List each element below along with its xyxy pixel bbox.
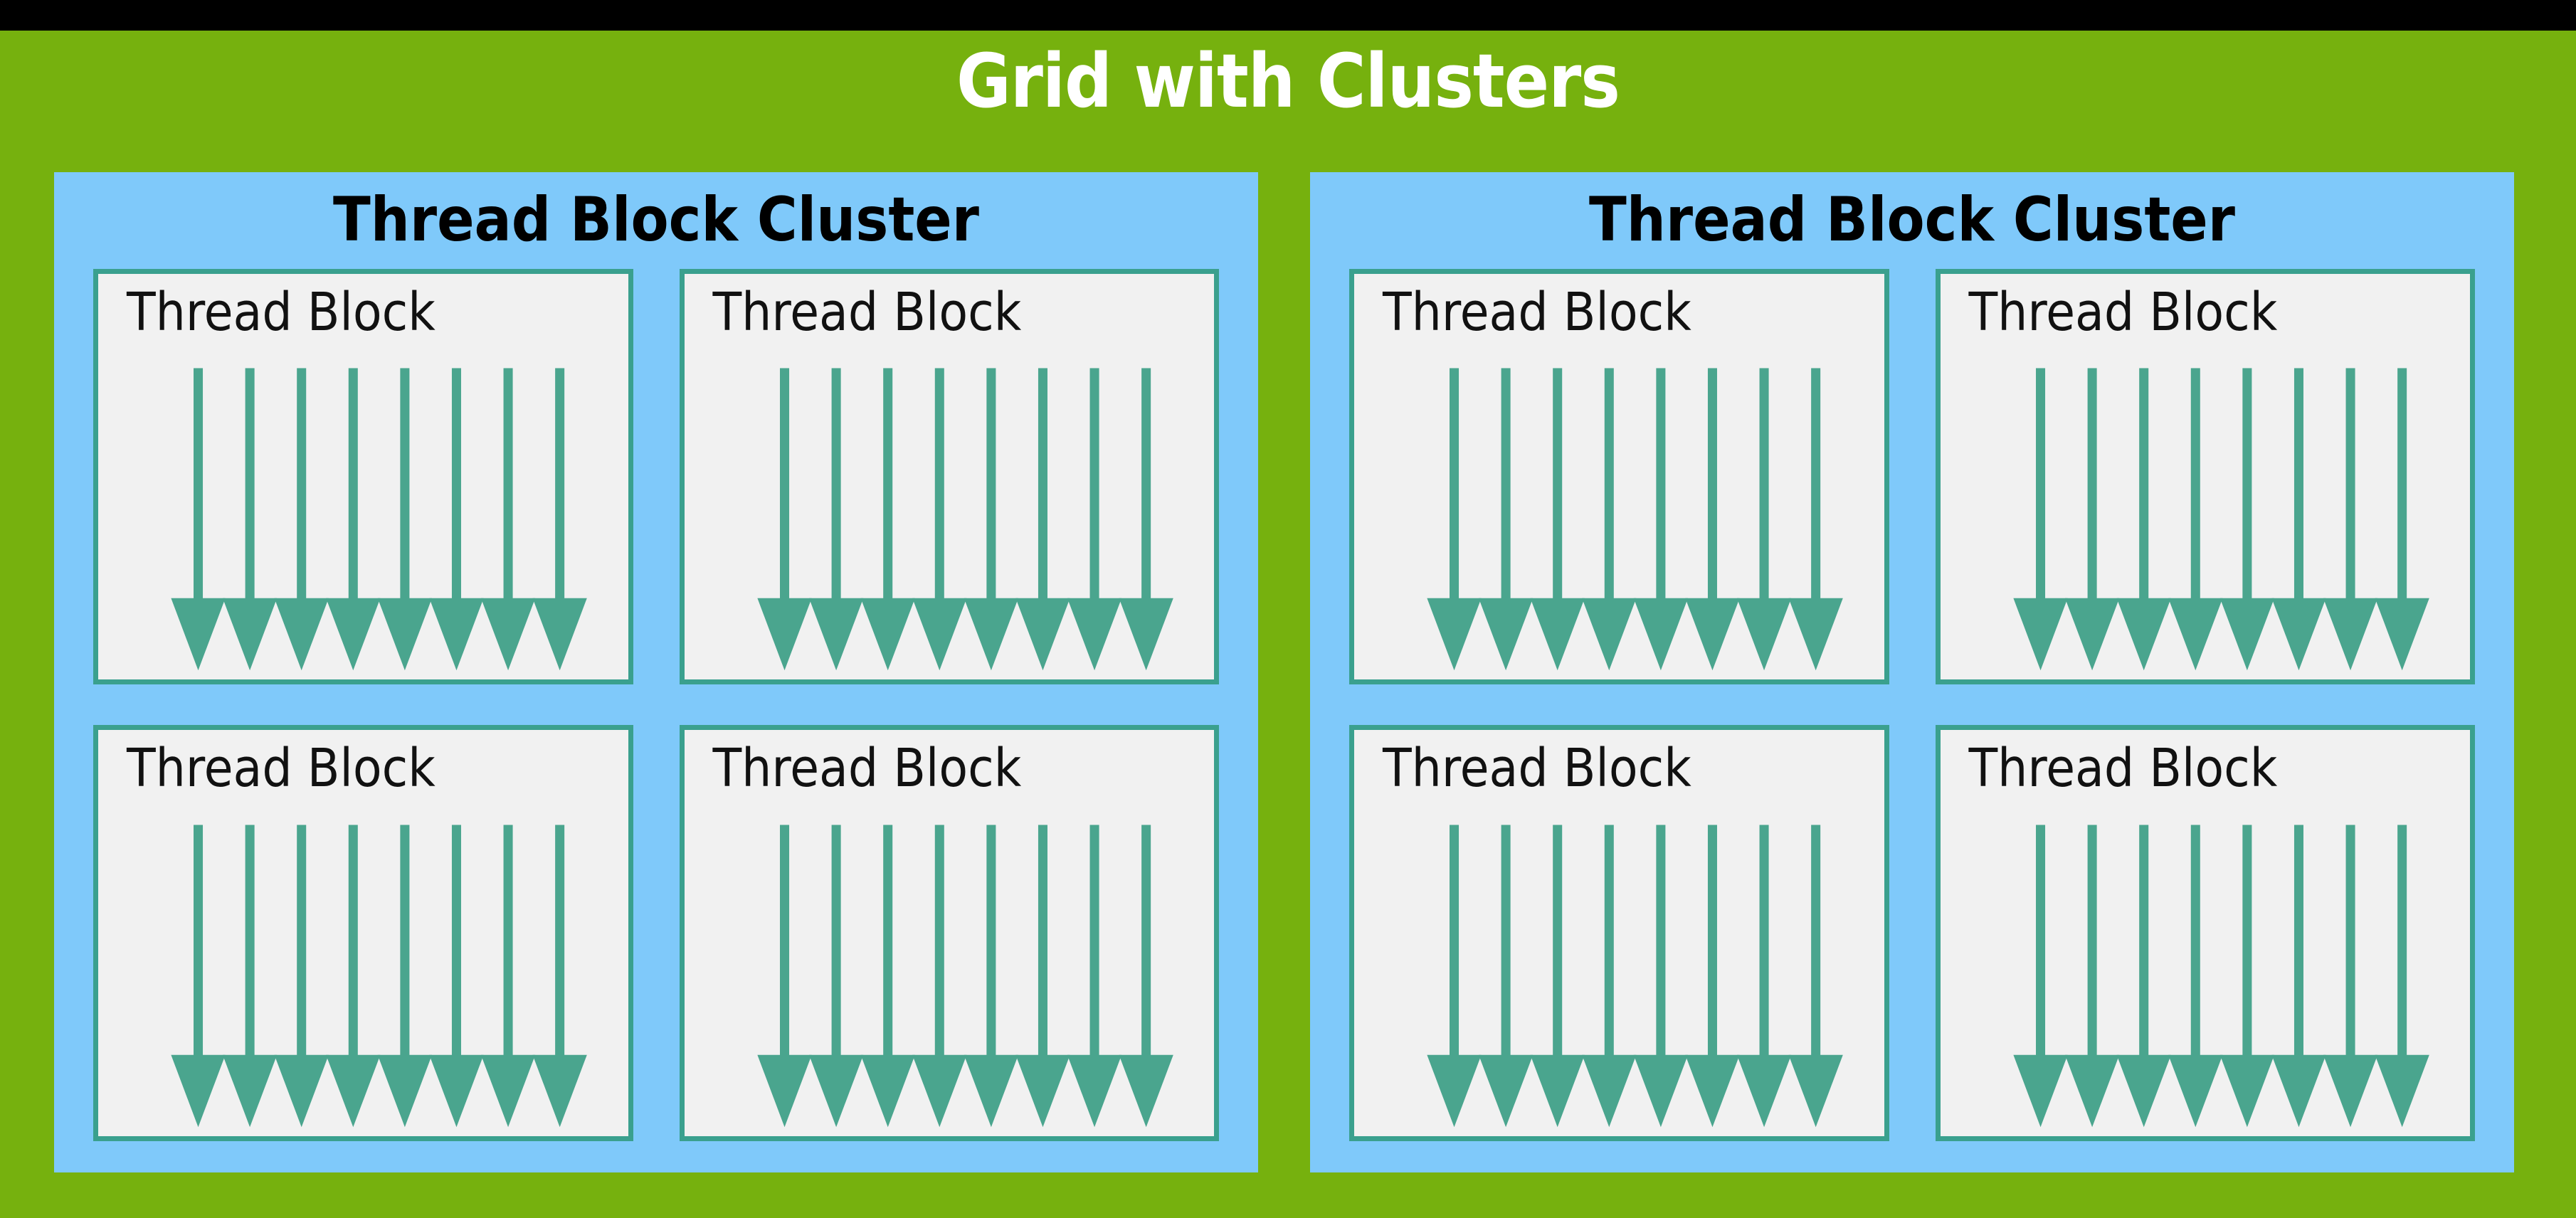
down-arrow-icon	[171, 825, 587, 1128]
thread-block: Thread Block	[679, 268, 1219, 685]
thread-arrows-group	[1354, 800, 1884, 1136]
page-title: Grid with Clusters	[956, 38, 1620, 125]
thread-block-label: Thread Block	[712, 281, 1022, 343]
down-arrow-icon	[2012, 368, 2429, 671]
thread-block-label: Thread Block	[127, 281, 436, 343]
thread-block: Thread Block	[1935, 268, 2475, 685]
thread-arrows-group	[98, 344, 628, 679]
cluster-title: Thread Block Cluster	[1589, 184, 2235, 255]
thread-arrows-group	[685, 344, 1215, 679]
thread-block-label: Thread Block	[712, 738, 1022, 800]
thread-arrows-group	[98, 800, 628, 1136]
thread-block-label: Thread Block	[1383, 281, 1691, 343]
cluster-blocks-grid: Thread Block	[1349, 268, 2475, 1141]
down-arrow-icon	[2012, 825, 2429, 1128]
cluster-title: Thread Block Cluster	[333, 184, 979, 255]
thread-block: Thread Block	[1349, 725, 1889, 1141]
down-arrow-icon	[1427, 368, 1843, 671]
clusters-row: Thread Block Cluster Thread Block	[54, 172, 2514, 1172]
thread-block: Thread Block	[93, 268, 633, 685]
thread-arrows-group	[685, 800, 1215, 1136]
thread-block-cluster-2: Thread Block Cluster Thread Block	[1310, 172, 2514, 1172]
thread-block: Thread Block	[1935, 725, 2475, 1141]
down-arrow-icon	[1427, 825, 1843, 1128]
thread-block-label: Thread Block	[1383, 738, 1691, 800]
thread-block-cluster-1: Thread Block Cluster Thread Block	[54, 172, 1258, 1172]
thread-arrows-group	[1354, 344, 1884, 679]
down-arrow-icon	[756, 825, 1173, 1128]
down-arrow-icon	[171, 368, 587, 671]
top-black-band	[0, 0, 2576, 31]
thread-block: Thread Block	[679, 725, 1219, 1141]
thread-block-label: Thread Block	[127, 738, 436, 800]
thread-arrows-group	[1941, 344, 2471, 679]
down-arrow-icon	[756, 368, 1173, 671]
grid-container: Grid with Clusters Thread Block Cluster …	[0, 31, 2576, 1218]
thread-block: Thread Block	[93, 725, 633, 1141]
thread-block: Thread Block	[1349, 268, 1889, 685]
thread-block-label: Thread Block	[1968, 281, 2278, 343]
thread-block-label: Thread Block	[1968, 738, 2278, 800]
thread-arrows-group	[1941, 800, 2471, 1136]
cluster-blocks-grid: Thread Block	[93, 268, 1219, 1141]
